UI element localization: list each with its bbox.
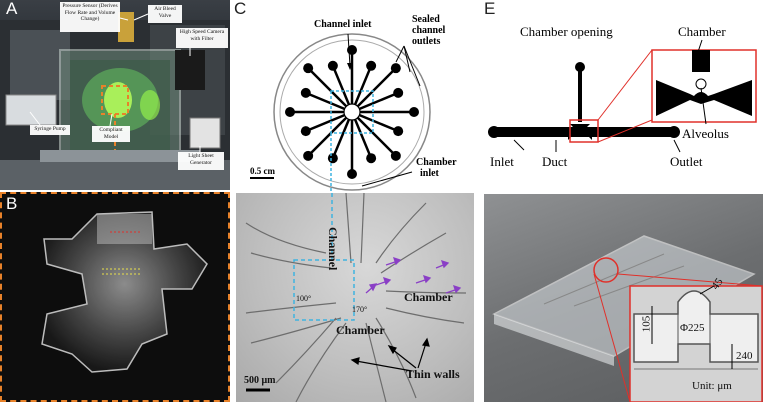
- label-light-sheet: Light Sheet Generator: [188, 153, 214, 166]
- zoom-box-d: [293, 259, 355, 321]
- channel-outlet: [393, 126, 404, 137]
- panel-f-illustration: [492, 235, 763, 402]
- label-duct: Duct: [542, 154, 568, 169]
- channel-outlet: [300, 126, 311, 137]
- channel-outlet: [366, 153, 377, 164]
- panel-b-photo: [0, 192, 230, 402]
- channel-line: [351, 67, 397, 113]
- channel-outlet: [300, 87, 311, 98]
- label-chamber-right: Chamber: [404, 290, 453, 304]
- label-thin-walls: Thin walls: [406, 367, 460, 381]
- label-compliant: Compliant Model: [99, 127, 123, 140]
- label-angle-100: 100°: [296, 294, 312, 303]
- channel-outlet: [303, 150, 314, 161]
- panel-a-photo: Pressure Sensor (Derives Flow Rate and V…: [0, 0, 230, 190]
- zoom-box-e: [569, 119, 599, 143]
- label-channel-inlet: Channel inlet: [314, 19, 372, 30]
- panel-letter-a: A: [6, 0, 18, 18]
- label-angle-170: 170°: [352, 305, 368, 314]
- label-syringe: Syringe Pump: [34, 126, 66, 132]
- label-chamber-opening: Chamber opening: [520, 24, 613, 39]
- label-unit: Unit: μm: [692, 380, 732, 392]
- channel-line: [307, 111, 353, 157]
- label-d240: 240: [736, 350, 753, 362]
- purple-arrows: [365, 256, 462, 294]
- channel-outlet: [327, 153, 338, 164]
- panel-f-photo: 45 105 Φ225 240 Unit: μm: [484, 194, 763, 402]
- panel-d-illustration: [245, 193, 467, 402]
- channel-outlet: [366, 60, 377, 71]
- zoom-box-c: [330, 90, 374, 134]
- panel-letter-c: C: [234, 0, 247, 18]
- label-d105: 105: [640, 315, 653, 333]
- panel-a-illustration: [0, 2, 230, 190]
- label-pressure-sensor: Pressure Sensor (Derives Flow Rate and V…: [62, 3, 118, 22]
- channel-outlet: [303, 63, 314, 74]
- panel-letter-e: E: [484, 0, 496, 18]
- zoom-circle-f: [593, 257, 619, 283]
- channel-outlet: [347, 169, 357, 179]
- label-camera: High Speed Camera with Filter: [179, 29, 225, 42]
- label-phi225: Φ225: [680, 322, 705, 334]
- label-channel-d: Channel: [326, 227, 340, 271]
- panel-e-diagram: Chamber opening Chamber Alveolus Inlet D…: [488, 24, 757, 169]
- channel-outlet: [327, 60, 338, 71]
- label-chamber-e: Chamber: [678, 24, 726, 39]
- label-scale-c: 0.5 cm: [250, 166, 275, 176]
- label-scale-d: 500 μm: [244, 375, 276, 386]
- label-air-bleed: Air Bleed Valve: [154, 6, 176, 19]
- channel-outlet: [390, 150, 401, 161]
- label-chamber-left: Chamber: [336, 323, 385, 337]
- channel-outlet: [393, 87, 404, 98]
- label-inlet: Inlet: [490, 154, 514, 169]
- channel-outlet: [285, 107, 295, 117]
- channel-outlet: [390, 63, 401, 74]
- panel-letter-b: B: [6, 194, 18, 213]
- channel-line: [351, 111, 397, 157]
- channel-outlet: [409, 107, 419, 117]
- label-outlet: Outlet: [670, 154, 703, 169]
- channel-line: [307, 67, 353, 113]
- panel-b-illustration: [41, 211, 208, 373]
- label-alveolus: Alveolus: [682, 126, 729, 141]
- panel-d-micrograph: Channel Chamber Chamber Thin walls 100° …: [236, 193, 474, 402]
